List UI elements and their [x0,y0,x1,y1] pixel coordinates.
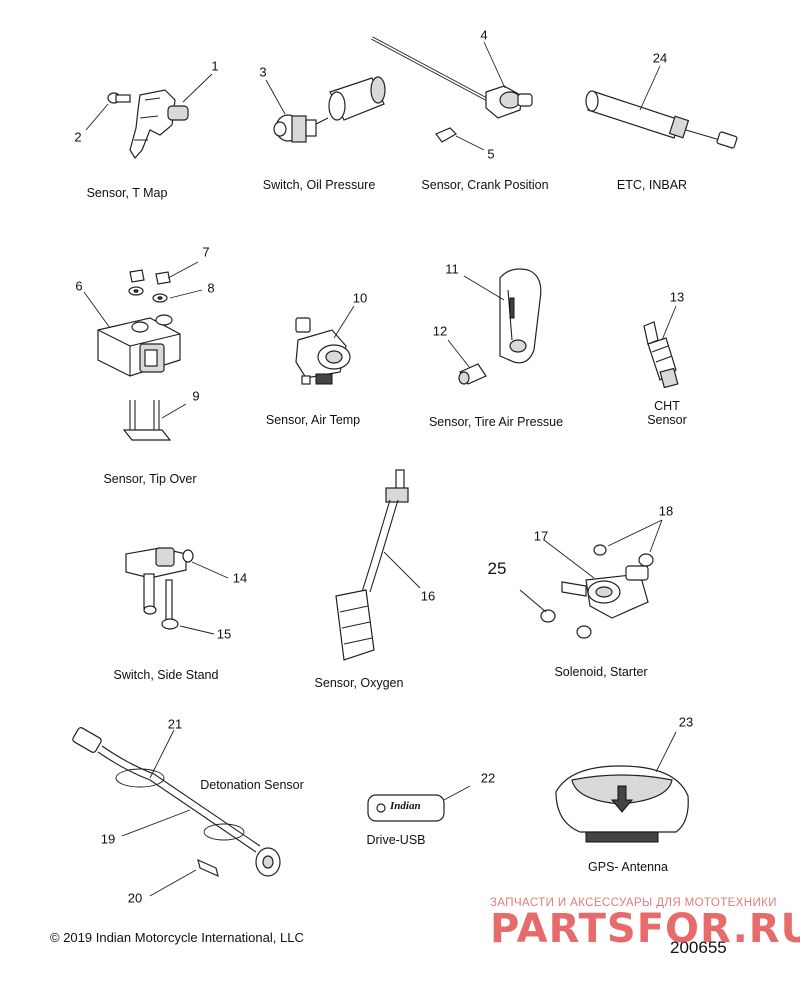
caption-cht-line1: CHT [654,399,680,413]
callout-16: 16 [420,588,436,604]
caption-tire-air-pressure-sensor: Sensor, Tire Air Pressue [428,415,564,429]
oil-pressure-switch-illustration [265,76,386,143]
callout-7: 7 [202,244,210,260]
caption-oil-pressure-switch: Switch, Oil Pressure [262,178,376,192]
callout-1: 1 [211,58,219,74]
callout-9: 9 [192,388,200,404]
callout-22: 22 [480,770,496,786]
document-number: 200655 [670,938,727,957]
detonation-sensor-illustration [72,727,281,897]
cht-sensor-illustration [643,305,679,389]
callout-2: 2 [74,129,82,145]
callout-21: 21 [167,716,183,732]
caption-cht-line2: Sensor [647,413,687,427]
tip-over-sensor-illustration [83,261,203,441]
callout-23: 23 [678,714,694,730]
tire-pressure-sensor-illustration [447,268,542,385]
t-map-sensor-illustration [85,73,213,160]
starter-solenoid-illustration [519,519,663,639]
usb-drive-illustration [367,785,471,822]
caption-air-temp-sensor: Sensor, Air Temp [265,413,361,427]
callout-6: 6 [75,278,83,294]
caption-drive-usb: Drive-USB [366,833,426,847]
callout-18: 18 [658,503,674,519]
watermark-logo: PARTSFOR.RU [490,906,800,952]
caption-crank-position-sensor: Sensor, Crank Position [421,178,549,192]
callout-14: 14 [232,570,248,586]
usb-brand-logo: Indian [390,800,421,812]
callout-8: 8 [207,280,215,296]
caption-oxygen-sensor: Sensor, Oxygen [314,676,404,690]
callout-13: 13 [669,289,685,305]
gps-antenna-illustration [555,731,689,843]
caption-detonation-sensor: Detonation Sensor [200,778,304,792]
etc-inbar-illustration [585,65,738,149]
crank-position-sensor-illustration [371,36,533,151]
callout-15: 15 [216,626,232,642]
callout-3: 3 [259,64,267,80]
caption-tip-over-sensor: Sensor, Tip Over [103,472,197,486]
callout-4: 4 [480,27,488,43]
copyright-notice: © 2019 Indian Motorcycle International, … [50,930,304,945]
caption-side-stand-switch: Switch, Side Stand [113,668,219,682]
caption-starter-solenoid: Solenoid, Starter [554,665,648,679]
oxygen-sensor-illustration [335,469,421,661]
callout-20: 20 [127,890,143,906]
caption-t-map-sensor: Sensor, T Map [86,186,168,200]
callout-12: 12 [432,323,448,339]
watermark-tagline: ЗАПЧАСТИ И АКСЕССУАРЫ ДЛЯ МОТОТЕХНИКИ [490,897,777,909]
callout-19: 19 [100,831,116,847]
air-temp-sensor-illustration [295,305,355,385]
caption-cht-sensor: CHT Sensor [647,399,687,427]
callout-17: 17 [533,528,549,544]
callout-11: 11 [445,261,459,277]
caption-etc-inbar: ETC, INBAR [616,178,688,192]
side-stand-switch-illustration [125,547,229,635]
callout-25: 25 [487,559,507,578]
callout-24: 24 [652,50,668,66]
callout-10: 10 [352,290,368,306]
callout-5: 5 [487,146,495,162]
caption-gps-antenna: GPS- Antenna [588,860,668,874]
